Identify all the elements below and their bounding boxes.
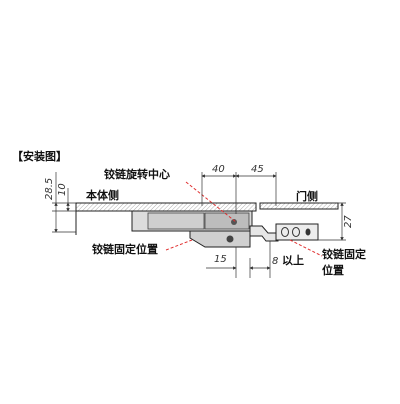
dim-10: 10: [57, 183, 68, 196]
label-body-side: 本体侧: [86, 188, 119, 202]
dim-27: 27: [343, 215, 354, 228]
dim-8-suffix: 以上: [282, 253, 304, 267]
dim-15: 15: [214, 254, 227, 265]
dim-28-5: 28.5: [44, 178, 55, 200]
leader-lines: [165, 181, 323, 257]
label-hinge-fix-door-1: 铰链固定: [322, 247, 366, 261]
dim-40: 40: [212, 164, 225, 175]
dim-45: 45: [251, 164, 264, 175]
label-door-side: 门侧: [296, 189, 318, 203]
door-panel: [259, 202, 339, 241]
label-hinge-fix-door-2: 位置: [322, 263, 344, 277]
diagram-title: 【安装图】: [12, 149, 67, 163]
hinge-arm: [249, 225, 279, 242]
label-hinge-fix-body: 铰链固定位置: [92, 242, 158, 256]
label-pivot-center: 铰链旋转中心: [104, 167, 170, 181]
dimension-lines: [52, 172, 346, 278]
dim-8: 8: [272, 256, 278, 267]
screw-icon: [226, 235, 234, 243]
hinge-body-part: [131, 210, 253, 248]
pivot-pin-icon: [231, 219, 237, 225]
